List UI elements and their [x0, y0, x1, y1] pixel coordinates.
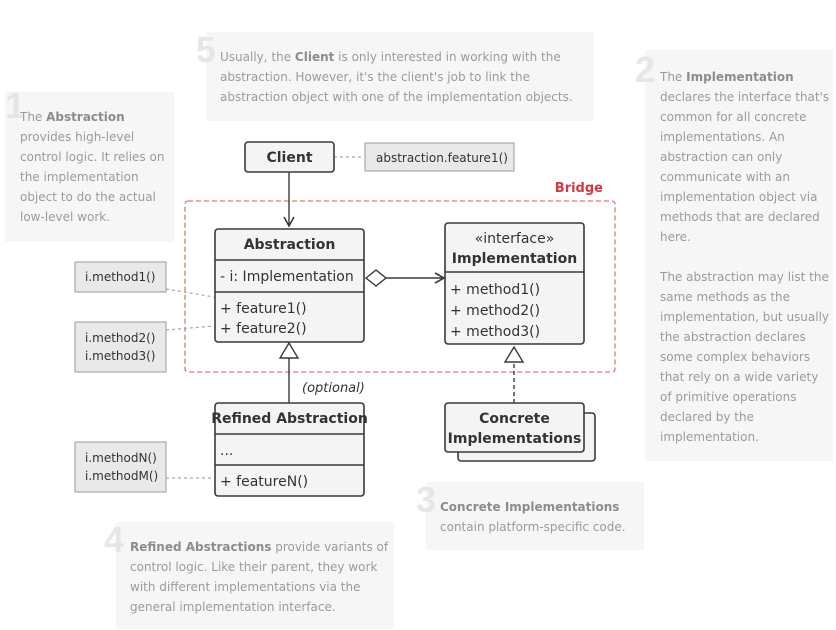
aggregation-diamond	[364, 269, 388, 287]
note-5-number: 5	[196, 29, 217, 70]
refined-abstraction-name: Refined Abstraction	[211, 411, 368, 427]
note-4: 4 Refined Abstractions provide variants …	[104, 522, 394, 629]
note-3: 3 Concrete Implementations contain platf…	[416, 482, 644, 550]
client-name: Client	[266, 150, 312, 166]
methodNM-note-line-2: i.methodM()	[85, 469, 158, 483]
methodNM-note: i.methodN() i.methodM()	[74, 441, 167, 493]
concrete-name-line-2: Implementations	[448, 431, 582, 447]
optional-label: (optional)	[302, 381, 365, 396]
note-1-number: 1	[5, 85, 26, 126]
client-note-text: abstraction.feature1()	[376, 151, 508, 165]
note-1: 1 The Abstraction provides high-level co…	[5, 88, 174, 242]
abstraction-field: - i: Implementation	[220, 269, 354, 285]
note-4-number: 4	[104, 519, 125, 560]
bridge-region	[184, 200, 616, 373]
concrete-name-line-1: Concrete	[479, 411, 550, 427]
abstraction-name: Abstraction	[244, 237, 336, 253]
note-3-number: 3	[416, 479, 437, 520]
bridge-label: Bridge	[555, 181, 603, 196]
implementation-stereotype: «interface»	[475, 231, 555, 247]
method23-note: i.method2() i.method3()	[74, 321, 167, 373]
note-5-text: Usually, the Client is only interested i…	[220, 50, 573, 104]
abstraction-class: Abstraction - i: Implementation + featur…	[214, 228, 365, 343]
note-2-number: 2	[635, 49, 656, 90]
method1-note-connector	[165, 288, 215, 298]
method1-note-text: i.method1()	[85, 270, 156, 284]
implementation-method-2: + method2()	[450, 303, 540, 319]
implementation-name: Implementation	[452, 251, 577, 267]
concrete-realization-triangle	[503, 345, 525, 363]
note-3-text: Concrete Implementations contain platfor…	[440, 500, 626, 534]
note-1-text: The Abstraction provides high-level cont…	[20, 110, 165, 224]
refined-abstraction-method: + featureN()	[220, 474, 308, 490]
implementation-method-1: + method1()	[450, 282, 540, 298]
abstraction-method-1: + feature1()	[220, 301, 307, 317]
refined-abstraction-field: ...	[220, 443, 233, 459]
note-4-text: Refined Abstractions provide variants of…	[130, 540, 389, 614]
method23-note-connector	[165, 325, 215, 331]
methodNM-note-line-1: i.methodN()	[85, 451, 157, 465]
method23-note-line-1: i.method2()	[85, 331, 156, 345]
client-class: Client	[244, 141, 335, 173]
note-5: 5 Usually, the Client is only interested…	[196, 32, 594, 121]
method1-note: i.method1()	[74, 261, 167, 293]
refined-abstraction-class: Refined Abstraction ... + featureN()	[211, 402, 368, 497]
client-note: abstraction.feature1()	[364, 142, 515, 172]
note-2-text-2: The abstraction may list the same method…	[660, 270, 830, 444]
abstraction-method-2: + feature2()	[220, 321, 307, 337]
method23-note-line-2: i.method3()	[85, 349, 156, 363]
implementation-interface: «interface» Implementation + method1() +…	[444, 222, 585, 345]
concrete-implementations-class: Concrete Implementations	[444, 402, 596, 462]
refined-inheritance-triangle	[278, 341, 300, 359]
note-2-text: The Implementation declares the interfac…	[660, 70, 830, 244]
implementation-method-3: + method3()	[450, 324, 540, 340]
note-2: 2 The Implementation declares the interf…	[635, 50, 833, 461]
